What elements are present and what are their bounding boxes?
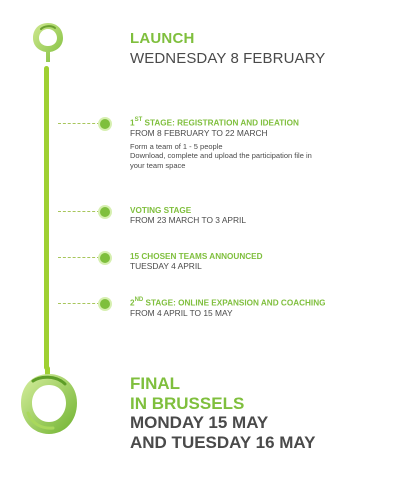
final-date-line-1: MONDAY 15 MAY (130, 413, 269, 433)
stage-date: FROM 23 MARCH TO 3 APRIL (130, 215, 247, 226)
stage-detail: Download, complete and upload the partic… (130, 151, 312, 161)
final-block: FINAL IN BRUSSELS MONDAY 15 MAY AND TUES… (130, 374, 316, 452)
stage-title-text: STAGE: REGISTRATION AND IDEATION (142, 118, 299, 128)
final-title-line-1: FINAL (130, 374, 181, 393)
launch-date: WEDNESDAY 8 FEBRUARY (130, 50, 326, 67)
stage-date: FROM 4 APRIL TO 15 MAY (130, 307, 233, 318)
stage-title: 2ND STAGE: ONLINE EXPANSION AND COACHING (130, 297, 326, 308)
stage-title: VOTING STAGE (130, 206, 192, 215)
stage-online-expansion: 2ND STAGE: ONLINE EXPANSION AND COACHING… (130, 297, 326, 318)
bottom-circle-logo-icon (21, 366, 77, 434)
stage-voting: VOTING STAGE FROM 23 MARCH TO 3 APRIL (130, 206, 246, 225)
stage-1-connector (58, 119, 110, 129)
stage-ordinal-suffix: ND (134, 297, 144, 303)
top-circle-logo-icon (33, 23, 63, 62)
stage-3-connector (58, 253, 110, 263)
timeline-line (44, 66, 49, 370)
final-date-line-2: AND TUESDAY 16 MAY (130, 432, 316, 452)
timeline-node-icon (100, 119, 110, 129)
stage-date: FROM 8 FEBRUARY TO 22 MARCH (130, 127, 268, 138)
stage-title: 15 CHOSEN TEAMS ANNOUNCED (130, 252, 263, 261)
timeline-node-icon (100, 253, 110, 263)
stage-4-connector (58, 299, 110, 309)
stage-ordinal-suffix: ST (134, 117, 143, 123)
dashed-line (58, 257, 100, 258)
stage-detail: Form a team of 1 - 5 people (130, 141, 223, 151)
launch-title: LAUNCH (130, 30, 195, 47)
dashed-line (58, 211, 100, 212)
stage-number: 2 (130, 298, 135, 308)
stage-number: 1 (130, 118, 135, 128)
timeline-node-icon (100, 207, 110, 217)
timeline-node-icon (100, 299, 110, 309)
stage-title-text: STAGE: ONLINE EXPANSION AND COACHING (143, 298, 326, 308)
dashed-line (58, 123, 100, 124)
stage-chosen-teams: 15 CHOSEN TEAMS ANNOUNCED TUESDAY 4 APRI… (130, 252, 263, 271)
stage-date: TUESDAY 4 APRIL (130, 261, 202, 272)
stage-title: 1ST STAGE: REGISTRATION AND IDEATION (130, 117, 312, 128)
final-title-line-2: IN BRUSSELS (130, 393, 245, 413)
dashed-line (58, 303, 100, 304)
stage-first-registration: 1ST STAGE: REGISTRATION AND IDEATION FRO… (130, 117, 312, 170)
stage-detail: your team space (130, 160, 186, 170)
stage-2-connector (58, 207, 110, 217)
